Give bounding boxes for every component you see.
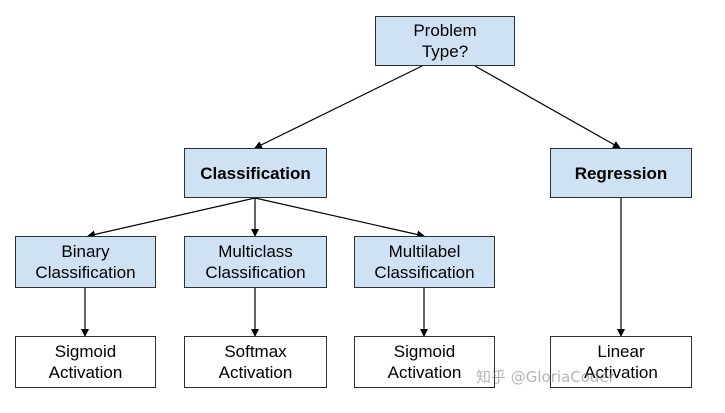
- node-problem-type-line1: Problem: [413, 21, 477, 40]
- node-problem-type-line2: Type?: [421, 42, 469, 61]
- node-regression: Regression: [550, 148, 692, 198]
- node-problem-type: Problem Type?: [375, 16, 515, 66]
- node-sigmoid-2-line2: Activation: [387, 363, 462, 382]
- node-multiclass-line2: Classification: [205, 263, 306, 282]
- node-softmax-line2: Activation: [218, 363, 293, 382]
- watermark-text: 知乎 @GloriaCoder: [476, 368, 615, 386]
- node-linear-activation: Linear Activation: [550, 336, 692, 388]
- node-binary-line2: Classification: [35, 263, 136, 282]
- node-softmax-line1: Softmax: [224, 342, 287, 361]
- node-sigmoid-1-line2: Activation: [48, 363, 123, 382]
- node-sigmoid-activation-1: Sigmoid Activation: [15, 336, 156, 388]
- node-linear-line2: Activation: [584, 363, 658, 382]
- arrow-classification-to-binary: [87, 197, 256, 239]
- node-sigmoid-1-line1: Sigmoid: [54, 342, 117, 361]
- node-linear-line1: Linear: [597, 342, 645, 361]
- arrow-problem-to-regression: [474, 65, 621, 149]
- node-multilabel-line1: Multilabel: [388, 242, 461, 261]
- node-multilabel-line2: Classification: [374, 263, 475, 282]
- node-multiclass-classification: Multiclass Classification: [184, 236, 327, 288]
- node-regression-label: Regression: [574, 163, 668, 183]
- arrow-problem-to-classification: [254, 65, 423, 149]
- node-classification-label: Classification: [200, 163, 311, 183]
- node-classification: Classification: [184, 148, 327, 198]
- node-sigmoid-activation-2: Sigmoid Activation: [354, 336, 495, 388]
- node-binary-classification: Binary Classification: [15, 236, 156, 288]
- node-binary-line1: Binary: [61, 242, 110, 261]
- node-multilabel-classification: Multilabel Classification: [354, 236, 495, 288]
- node-softmax-activation: Softmax Activation: [184, 336, 327, 388]
- node-multiclass-line1: Multiclass: [218, 242, 293, 261]
- arrow-classification-to-multilabel: [254, 197, 425, 239]
- node-sigmoid-2-line1: Sigmoid: [393, 342, 456, 361]
